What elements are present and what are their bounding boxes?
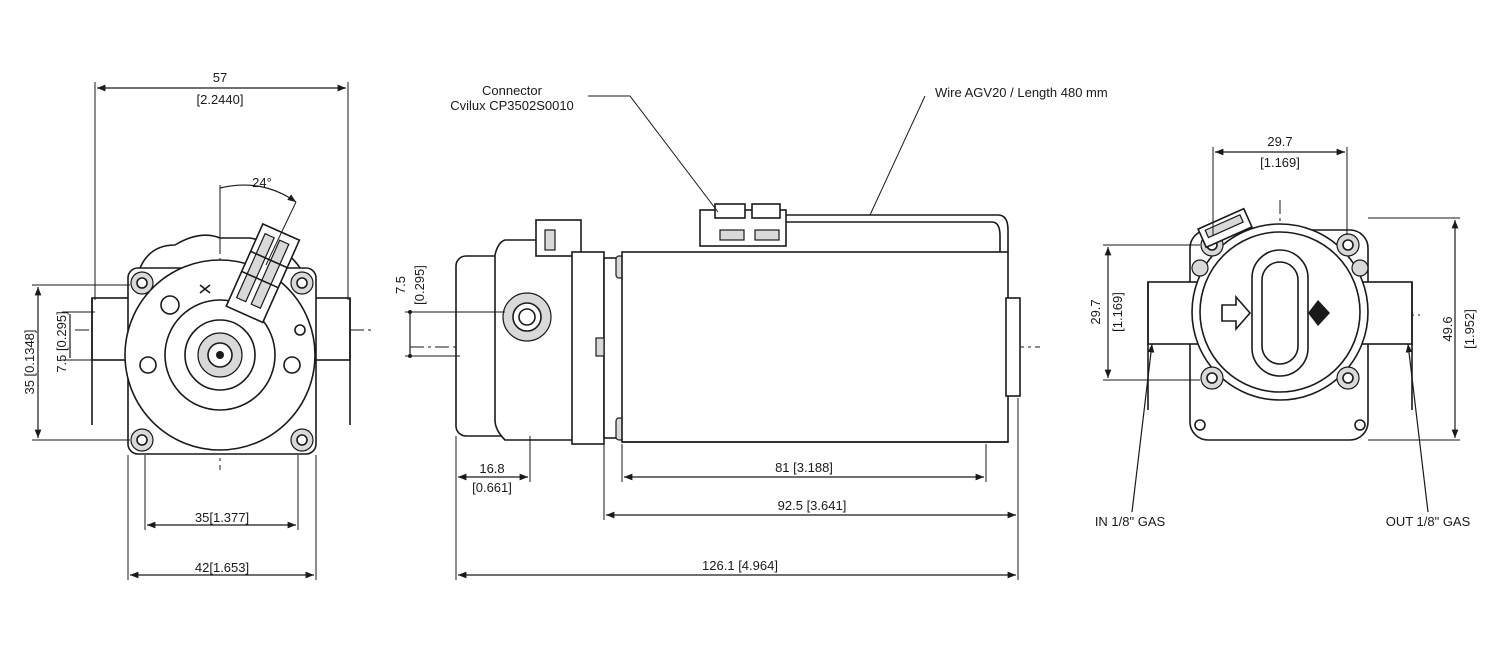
side-dim-motor: 81 [3.188] (775, 460, 833, 475)
left-view (32, 82, 375, 580)
left-dim-angle: 24° (252, 175, 272, 190)
right-dim-left-in: [1.169] (1110, 292, 1125, 332)
left-dim-holes: 35[1.377] (195, 510, 249, 525)
right-view (1103, 147, 1460, 513)
side-dim-offset: 7.5 (393, 276, 408, 294)
left-dim-base: 42[1.653] (195, 560, 249, 575)
out-gas-label: OUT 1/8" GAS (1386, 514, 1471, 529)
left-dim-width-top-in: [2.2440] (197, 92, 244, 107)
side-dim-offset-in: [0.295] (412, 265, 427, 305)
right-dim-top-in: [1.169] (1260, 155, 1300, 170)
connector-label-line2: Cvilux CP3502S0010 (450, 98, 574, 113)
left-dim-width-top: 57 (213, 70, 227, 85)
side-view (405, 95, 1040, 580)
left-dim-height: 35 [0.1348] (22, 329, 37, 394)
side-dim-body: 92.5 [3.641] (778, 498, 847, 513)
wire-label: Wire AGV20 / Length 480 mm (935, 85, 1108, 100)
right-dim-right-in: [1.952] (1462, 309, 1477, 349)
in-gas-label: IN 1/8" GAS (1095, 514, 1166, 529)
side-dim-inlet: 16.8 (479, 461, 504, 476)
left-dim-offset: 7.5 [0.295] (54, 311, 69, 372)
right-dim-left: 29.7 (1088, 299, 1103, 324)
side-dim-inlet-in: [0.661] (472, 480, 512, 495)
side-dim-total: 126.1 [4.964] (702, 558, 778, 573)
right-dim-top: 29.7 (1267, 134, 1292, 149)
right-dim-right: 49.6 (1440, 316, 1455, 341)
connector-label-line1: Connector (482, 83, 543, 98)
